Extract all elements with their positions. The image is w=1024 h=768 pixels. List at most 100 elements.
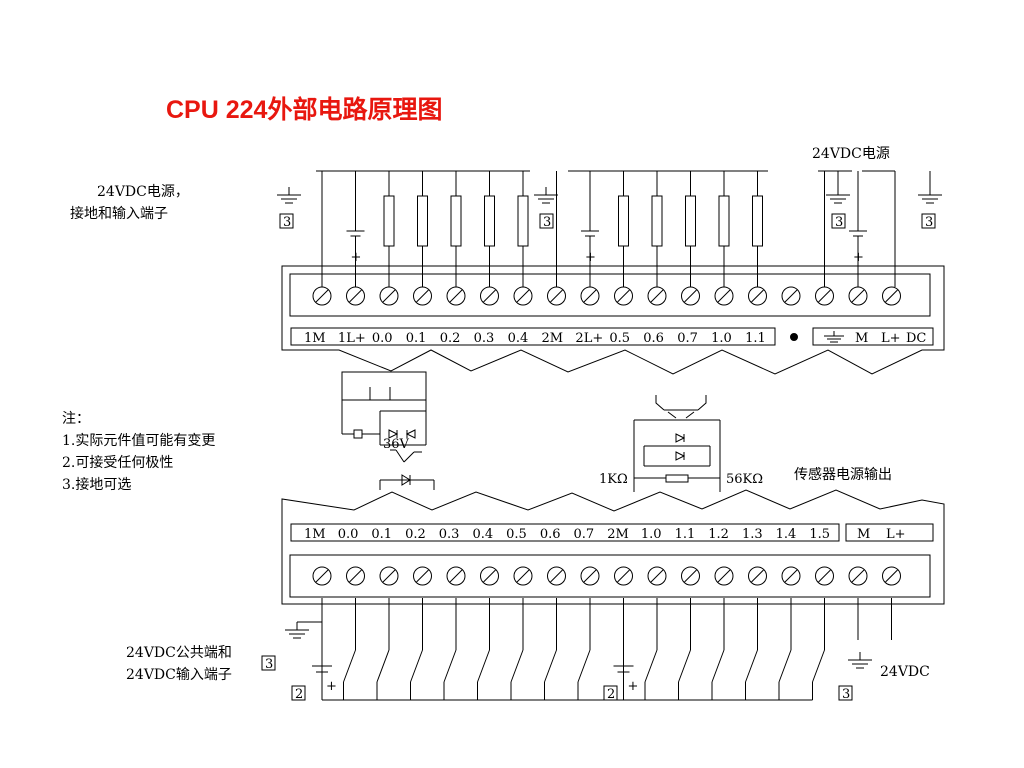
terminal-label: 0.0 bbox=[338, 527, 359, 542]
terminal-label: M bbox=[855, 331, 868, 346]
terminal-label: L+ bbox=[881, 331, 901, 346]
screw-terminal bbox=[848, 286, 868, 306]
screw-terminal bbox=[480, 566, 499, 586]
screw-terminal bbox=[748, 286, 767, 306]
terminal-label: 0.6 bbox=[540, 527, 561, 542]
screw-terminal bbox=[580, 566, 600, 586]
terminal-label: 1L+ bbox=[338, 331, 366, 346]
bottom-wiring: ++ bbox=[285, 598, 892, 701]
input-switch-icon bbox=[410, 598, 423, 700]
input-circuit: 36V bbox=[341, 371, 435, 490]
load-resistor-icon bbox=[383, 171, 395, 287]
diode-icon bbox=[401, 474, 411, 486]
plus-sign: + bbox=[853, 250, 864, 265]
note-ref-number: 3 bbox=[265, 657, 273, 672]
battery-icon: + bbox=[849, 171, 867, 287]
screw-terminal bbox=[681, 566, 700, 586]
terminal-label: 0.3 bbox=[474, 331, 495, 346]
diode-icon bbox=[675, 433, 686, 443]
label-1k: 1KΩ bbox=[599, 472, 628, 487]
diode-icon bbox=[675, 451, 686, 461]
screw-terminal bbox=[413, 286, 432, 306]
input-switch-icon bbox=[443, 598, 457, 700]
note-ref-box: 3 bbox=[831, 213, 846, 230]
note-ref-box: 3 bbox=[539, 213, 554, 230]
battery-icon bbox=[312, 665, 332, 673]
top-power-labels: M L+ DC bbox=[855, 331, 926, 346]
ground-icon bbox=[824, 331, 844, 343]
screw-terminal bbox=[312, 286, 332, 306]
battery-icon bbox=[613, 665, 634, 673]
screw-terminal bbox=[748, 566, 767, 586]
screw-terminal bbox=[882, 286, 901, 306]
terminal-label: 0.0 bbox=[372, 331, 393, 346]
load-resistor-icon bbox=[484, 171, 495, 287]
screw-terminal bbox=[547, 286, 566, 306]
input-switch-icon bbox=[343, 598, 356, 700]
label-bottom-left-1: 24VDC公共端和 bbox=[126, 645, 232, 661]
screw-terminal bbox=[346, 286, 365, 306]
terminal-label: 1.1 bbox=[675, 527, 696, 542]
resistor-icon bbox=[353, 429, 363, 439]
note-ref-number: 3 bbox=[543, 215, 551, 230]
screw-terminal bbox=[513, 566, 533, 586]
input-switch-icon bbox=[778, 598, 792, 700]
terminal-label: 0.7 bbox=[574, 527, 595, 542]
load-resistor-icon bbox=[685, 171, 696, 287]
ground-icon bbox=[534, 187, 558, 204]
terminal-label: DC bbox=[906, 331, 926, 346]
ground-icon bbox=[285, 622, 309, 639]
screw-terminal bbox=[446, 286, 466, 306]
terminal-label: 0.2 bbox=[440, 331, 461, 346]
input-switch-icon bbox=[477, 598, 490, 700]
screw-terminal bbox=[513, 286, 533, 306]
label-bottom-left-2: 24VDC输入端子 bbox=[126, 667, 232, 683]
load-resistor-icon bbox=[417, 171, 428, 287]
note-item: 3.接地可选 bbox=[62, 476, 131, 493]
terminal-label: 0.4 bbox=[472, 527, 493, 542]
input-switch-icon bbox=[577, 598, 591, 700]
terminal-label: 0.7 bbox=[677, 331, 698, 346]
note-ref-box: 2 bbox=[291, 685, 306, 702]
screw-terminal bbox=[379, 286, 399, 306]
top-wiring: + + + bbox=[277, 170, 942, 287]
load-resistor-icon bbox=[618, 171, 629, 287]
load-resistor-icon bbox=[718, 171, 730, 287]
battery-icon: + bbox=[581, 171, 599, 287]
note-ref-number: 2 bbox=[295, 687, 303, 702]
ground-icon bbox=[848, 652, 872, 669]
bottom-screw-row bbox=[312, 566, 901, 586]
terminal-label: 0.1 bbox=[406, 331, 427, 346]
plus-sign: + bbox=[351, 250, 362, 265]
terminal-label: 0.2 bbox=[405, 527, 426, 542]
notes-heading: 注： bbox=[62, 411, 90, 427]
terminal-label: 1M bbox=[304, 527, 326, 542]
terminal-label: 0.1 bbox=[371, 527, 392, 542]
sensor-output-circuit: 1KΩ 56KΩ bbox=[599, 395, 763, 492]
screw-terminal bbox=[312, 566, 332, 586]
input-switch-icon bbox=[544, 598, 557, 700]
note-ref-number: 3 bbox=[842, 687, 850, 702]
terminal-label: 1.1 bbox=[745, 331, 766, 346]
terminal-label: L+ bbox=[886, 527, 906, 542]
screw-terminal bbox=[781, 286, 801, 306]
load-resistor-icon bbox=[517, 171, 529, 287]
label-top-right: 24VDC电源 bbox=[812, 146, 890, 162]
screw-terminal bbox=[413, 566, 432, 586]
note-ref-number: 2 bbox=[607, 687, 615, 702]
screw-terminal bbox=[882, 566, 901, 586]
label-36v: 36V bbox=[383, 437, 410, 452]
screw-terminal bbox=[781, 566, 801, 586]
screw-terminal bbox=[614, 566, 633, 586]
screw-terminal bbox=[614, 286, 633, 306]
note-ref-box: 2 bbox=[603, 685, 618, 702]
screw-terminal bbox=[446, 566, 466, 586]
page-title: CPU 224外部电路原理图 bbox=[166, 95, 442, 124]
terminal-label: 1.3 bbox=[742, 527, 763, 542]
resistor-icon bbox=[665, 474, 689, 483]
label-bottom-24vdc: 24VDC bbox=[880, 664, 930, 680]
terminal-label: 0.5 bbox=[609, 331, 630, 346]
screw-terminal bbox=[815, 566, 834, 586]
